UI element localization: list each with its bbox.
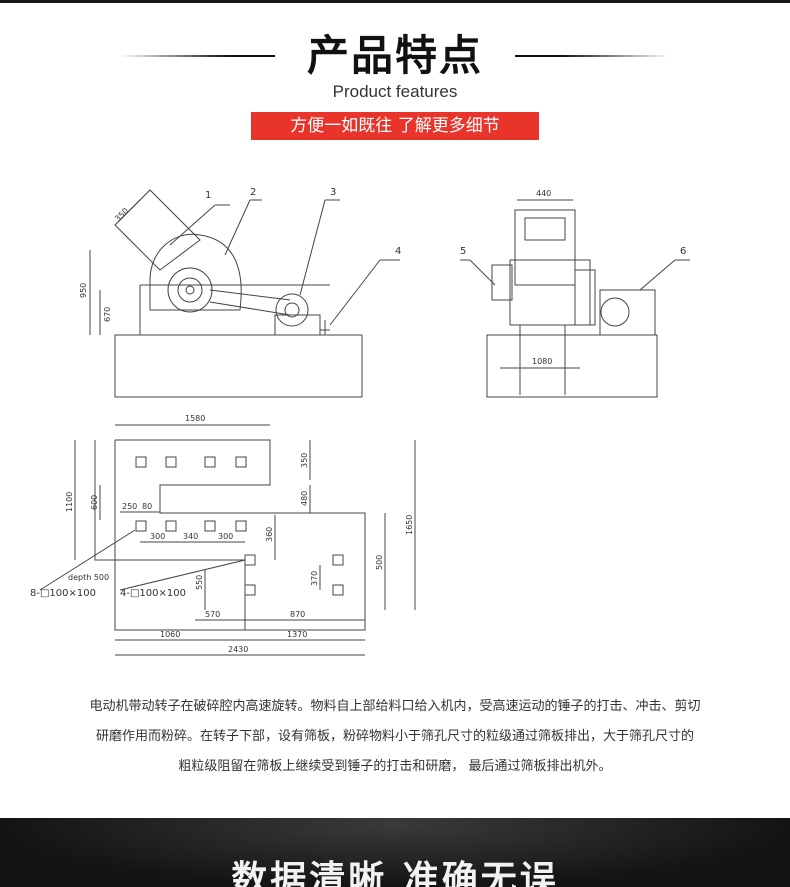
- dim-370: 370: [310, 571, 319, 586]
- description-line: 研磨作用而粉碎。在转子下部，设有筛板，粉碎物料小于筛孔尺寸的粒级通过筛板排出，大…: [95, 729, 694, 744]
- dim-440: 440: [536, 189, 551, 198]
- product-description: 电动机带动转子在破碎腔内高速旋转。物料自上部给料口给入机内，受高速运动的锤子的打…: [40, 692, 750, 782]
- dim-870: 870: [290, 610, 305, 619]
- callout-5: 5: [460, 246, 466, 257]
- technical-drawing: 1 2 3 4 350 950 670 5 6 440 1080: [0, 150, 790, 680]
- dim-spacing-3: 300: [218, 532, 233, 541]
- dim-spacing-2: 340: [183, 532, 198, 541]
- foundation-plan: [39, 424, 416, 656]
- dim-250: 250: [122, 502, 137, 511]
- dim-570: 570: [205, 610, 220, 619]
- dim-670: 670: [103, 307, 112, 322]
- dim-1650: 1650: [405, 515, 414, 535]
- page-title: 产品特点: [306, 31, 483, 80]
- learn-more-banner[interactable]: 方便一如既往 了解更多细节: [251, 112, 539, 140]
- callout-6: 6: [680, 246, 686, 257]
- front-view: [460, 199, 690, 398]
- dim-spacing-1: 300: [150, 532, 165, 541]
- callout-4: 4: [395, 246, 401, 257]
- dim-1080: 1080: [532, 357, 552, 366]
- dim-2430: 2430: [228, 645, 248, 654]
- dim-350: 350: [300, 453, 309, 468]
- dim-1580: 1580: [185, 414, 205, 423]
- title-divider-right: [515, 55, 670, 57]
- callout-1: 1: [205, 190, 211, 201]
- dim-360: 360: [265, 527, 274, 542]
- bolt-note-right: 4-□100×100: [120, 588, 186, 599]
- side-view: [89, 189, 400, 398]
- dim-500: 500: [375, 555, 384, 570]
- dim-950: 950: [79, 283, 88, 298]
- top-border: [0, 0, 790, 3]
- page-subtitle: Product features: [332, 82, 458, 101]
- hammer-crusher-drawing: 1 2 3 4 350 950 670 5 6 440 1080: [30, 187, 690, 656]
- title-divider-left: [120, 55, 275, 57]
- dim-80: 80: [142, 502, 152, 511]
- footer-banner-text: 数据清晰 准确无误: [231, 859, 559, 887]
- description-line: 电动机带动转子在破碎腔内高速旋转。物料自上部给料口给入机内，受高速运动的锤子的打…: [89, 699, 701, 714]
- dim-600: 600: [90, 495, 99, 510]
- footer-banner: 数据清晰 准确无误: [0, 818, 790, 887]
- dim-1370: 1370: [287, 630, 307, 639]
- dim-350: 350: [113, 206, 130, 223]
- section-title: 产品特点: [0, 28, 790, 84]
- dim-1060: 1060: [160, 630, 180, 639]
- callout-3: 3: [330, 187, 336, 198]
- dim-480: 480: [300, 491, 309, 506]
- depth-note: depth 500: [68, 573, 109, 582]
- dim-1100: 1100: [65, 492, 74, 512]
- callout-2: 2: [250, 187, 256, 198]
- bolt-note-left: 8-□100×100: [30, 588, 96, 599]
- dim-550: 550: [195, 575, 204, 590]
- description-line: 粗粒级阻留在筛板上继续受到锤子的打击和研磨， 最后通过筛板排出机外。: [178, 759, 612, 774]
